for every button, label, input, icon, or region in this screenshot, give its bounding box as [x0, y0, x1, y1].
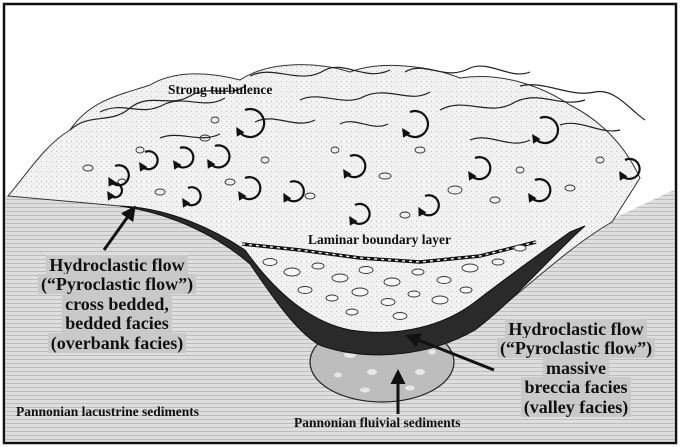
overbank-line-1: Hydroclastic flow: [46, 255, 187, 275]
label-fluvial-sediments: Pannonian fluivial sediments: [294, 416, 461, 431]
label-strong-turbulence: Strong turbulence: [168, 83, 272, 98]
valley-line-1: Hydroclastic flow: [505, 319, 646, 339]
valley-line-2: (“Pyroclastic flow”): [497, 338, 655, 358]
valley-line-5: (valley facies): [521, 397, 631, 417]
label-lacustrine-sediments: Pannonian lacustrine sediments: [16, 405, 199, 420]
label-overbank-facies: Hydroclastic flow (“Pyroclastic flow”) c…: [12, 256, 222, 353]
valley-line-3: massive: [543, 358, 609, 378]
overbank-line-2: (“Pyroclastic flow”): [38, 274, 196, 294]
overbank-line-3: cross bedded,: [62, 294, 172, 314]
valley-line-4: breccia facies: [521, 377, 630, 397]
label-laminar-boundary-layer: Laminar boundary layer: [308, 233, 451, 248]
overbank-line-5: (overbank facies): [48, 333, 186, 353]
overbank-line-4: bedded facies: [62, 313, 172, 333]
label-valley-facies: Hydroclastic flow (“Pyroclastic flow”) m…: [476, 320, 676, 417]
